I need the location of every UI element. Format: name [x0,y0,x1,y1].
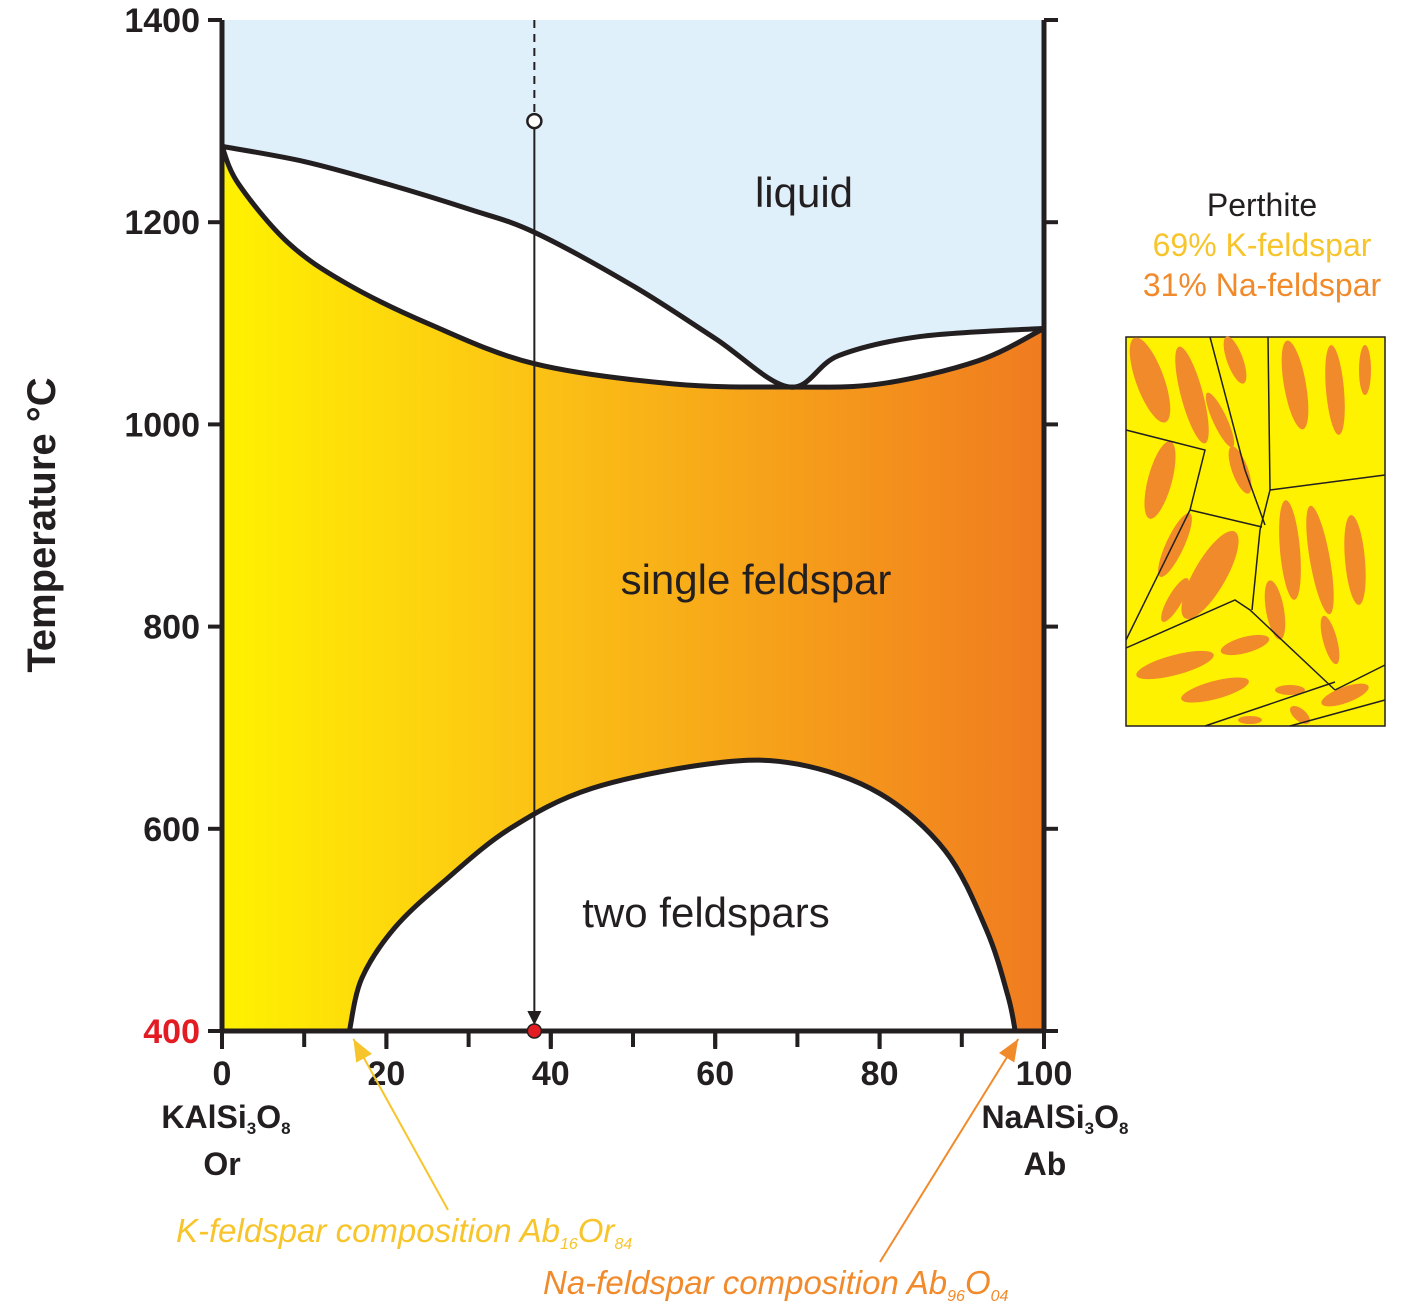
x-tick-label: 60 [696,1055,734,1093]
x-tick-label: 0 [213,1055,232,1093]
orthoclase-formula: KAlSi3O8 [161,1099,290,1138]
k-feldspar-arrowhead [353,1039,372,1063]
x-tick-label: 80 [861,1055,899,1093]
y-tick-label: 400 [143,1013,200,1051]
start-point [526,112,543,130]
perthite-k-feldspar-percent: 69% K-feldspar [1153,227,1372,263]
cooling-path-arrowhead [527,1011,542,1025]
two-feldspars-label: two feldspars [582,889,829,936]
na-feldspar-arrowhead [998,1039,1019,1063]
k-feldspar-arrow [352,1038,449,1211]
perthite-na-feldspar-percent: 31% Na-feldspar [1143,267,1382,303]
solvus-curve [346,757,1018,1032]
perthite-texture-image [1125,336,1386,727]
y-tick-label: 1400 [124,2,200,40]
y-axis-ticks: 400 600 800 1000 1200 1400 [124,2,1058,1051]
albite-formula: NaAlSi3O8 [982,1099,1129,1138]
end-point [526,1023,543,1039]
y-tick-label: 1200 [124,204,200,242]
liquid-label: liquid [755,169,853,216]
y-tick-label: 600 [143,811,200,849]
albite-name: Ab [1024,1146,1067,1182]
x-tick-label: 40 [532,1055,570,1093]
solidus-curve [219,145,1046,390]
y-tick-label: 800 [143,609,200,647]
perthite-title: Perthite [1207,187,1317,223]
y-tick-label: 1000 [124,406,200,444]
k-feldspar-composition-note: K-feldspar composition Ab16Or84 [176,1212,632,1253]
liquidus-curve [221,143,1045,390]
single-feldspar-label: single feldspar [621,556,892,603]
na-feldspar-composition-note: Na-feldspar composition Ab96O04 [543,1264,1009,1305]
x-tick-label: 100 [1016,1055,1073,1093]
na-feldspar-arrow [879,1038,1020,1263]
y-axis-title: Temperature °C [20,377,64,672]
orthoclase-name: Or [203,1146,240,1182]
liquid-solid-loop [222,146,1044,388]
